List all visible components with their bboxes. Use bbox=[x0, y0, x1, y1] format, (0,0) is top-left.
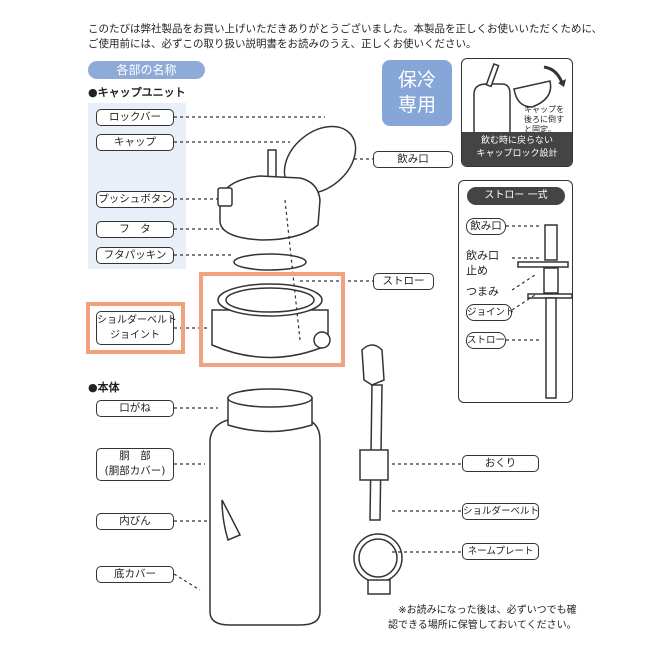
straw-label-straw: ストロー bbox=[466, 332, 506, 349]
label-push-button: プッシュボタン bbox=[96, 191, 174, 208]
joint-highlight-box bbox=[86, 302, 185, 354]
band-line-2: キャップロック設計 bbox=[476, 149, 558, 159]
straw-label-knob: つまみ bbox=[466, 285, 499, 298]
cap-unit-heading: ●キャップユニット bbox=[88, 86, 186, 99]
body-heading: ●本体 bbox=[88, 381, 120, 394]
joint-line-1: ショルダーベルト bbox=[97, 315, 177, 326]
cap-lock-band: 飲む時に戻らない キャップロック設計 bbox=[462, 132, 572, 166]
stopper-line-2: 止め bbox=[466, 264, 488, 277]
label-cap: キャップ bbox=[96, 134, 174, 151]
joint-line-2: ジョイント bbox=[110, 330, 160, 341]
label-shoulder-belt: ショルダーベルト bbox=[462, 503, 539, 520]
intro-line-2: ご使用前には、必ずこの取り扱い説明書をお読みのうえ、正しくお使いください。 bbox=[88, 38, 477, 50]
label-inner-bottle: 内びん bbox=[96, 513, 174, 530]
label-lock-bar: ロックバー bbox=[96, 109, 174, 126]
note-line-3: と固定。 bbox=[524, 125, 556, 134]
straw-label-joint: ジョイント bbox=[466, 304, 515, 321]
straw-label-mouthpiece: 飲み口 bbox=[466, 218, 506, 235]
label-bottom-cover: 底カバー bbox=[96, 566, 174, 583]
badge-line-1: 保冷 bbox=[397, 69, 436, 91]
band-line-1: 飲む時に戻らない bbox=[480, 136, 553, 146]
straw-set-title: ストロー 一式 bbox=[467, 187, 565, 205]
label-lid: フ タ bbox=[96, 221, 174, 238]
intro-line-1: このたびは弊社製品をお買い上げいただきありがとうございました。本製品を正しくお使… bbox=[88, 23, 603, 35]
label-lid-gasket: フタパッキン bbox=[96, 247, 174, 264]
label-mouthpiece: 飲み口 bbox=[373, 151, 453, 168]
stopper-line-1: 飲み口 bbox=[466, 249, 499, 262]
body-line-1: 胴 部 bbox=[119, 450, 151, 462]
note-line-1: キャップを bbox=[524, 105, 564, 114]
label-slider: おくり bbox=[462, 455, 539, 472]
note-line-1: ※お読みになった後は、必ずいつでも確 bbox=[398, 605, 577, 616]
body-line-2: (胴部カバー) bbox=[104, 465, 166, 477]
straw-set-box: ストロー 一式 bbox=[458, 180, 573, 403]
cap-labels-panel bbox=[88, 103, 186, 269]
label-shoulder-belt-joint: ショルダーベルト ジョイント bbox=[96, 311, 177, 345]
section-title: 各部の名称 bbox=[88, 61, 205, 79]
note-line-2: 後ろに倒す bbox=[524, 115, 564, 124]
label-name-plate: ネームプレート bbox=[462, 543, 539, 560]
storage-note: ※お読みになった後は、必ずいつでも確 認できる場所に保管しておいてください。 bbox=[388, 603, 577, 633]
label-body: 胴 部 (胴部カバー) bbox=[96, 448, 174, 481]
cap-lock-info-box: キャップを 後ろに倒す と固定。 飲む時に戻らない キャップロック設計 bbox=[461, 58, 573, 167]
cold-only-badge: 保冷 専用 bbox=[382, 60, 452, 126]
cap-lock-note: キャップを 後ろに倒す と固定。 bbox=[524, 105, 564, 135]
label-mouth-ring: 口がね bbox=[96, 400, 174, 417]
body-joint-highlight-box bbox=[199, 272, 345, 367]
intro-text: このたびは弊社製品をお買い上げいただきありがとうございました。本製品を正しくお使… bbox=[88, 22, 602, 52]
badge-line-2: 専用 bbox=[397, 94, 436, 116]
label-straw: ストロー bbox=[373, 273, 434, 290]
cap-lock-illustration bbox=[473, 63, 566, 139]
note-line-2: 認できる場所に保管しておいてください。 bbox=[388, 620, 577, 631]
straw-label-stopper: 飲み口 止め bbox=[466, 248, 499, 278]
